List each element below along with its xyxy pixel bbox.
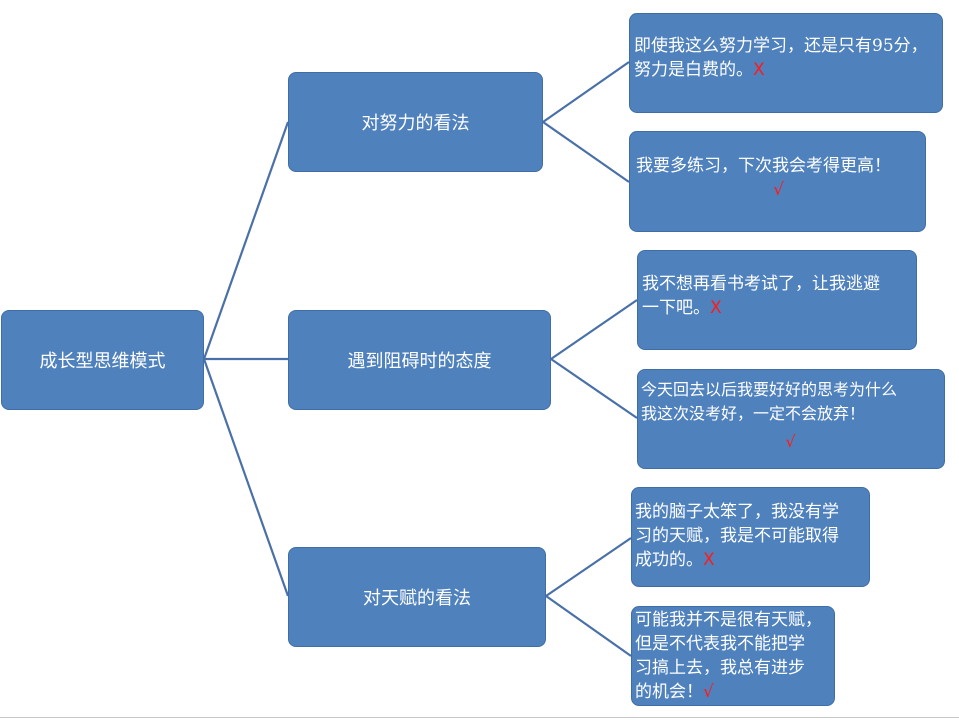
leaf-text-line: 的机会！ [635,682,703,702]
connector-branch-1-leaf-1 [542,61,630,123]
cross-mark: X [710,298,722,318]
page-bottom-divider [0,717,959,718]
leaf-text-line: 即使我这么努力学习，还是只有95分， [634,36,928,56]
connector-branch-3-leaf-6 [545,595,632,657]
connector-branch-1-leaf-2 [542,121,630,183]
cross-mark: X [753,60,765,80]
check-mark: √ [785,432,796,451]
connector-root-branch-1 [202,121,290,360]
leaf-text-line: 今天回去以后我要好好的思考为什么 [641,380,898,399]
cross-mark: X [703,550,715,570]
connector-branch-2-leaf-4 [550,358,638,419]
leaf-text-line: 我不想再看书考试了，让我逃避 [642,274,880,294]
branch-node-obstacles: 遇到阻碍时的态度 [288,310,551,410]
root-node-label: 成长型思维模式 [39,351,166,372]
leaf-node-obstacle-fixed: 我不想再看书考试了，让我逃避 一下吧。X [637,250,917,350]
check-mark: √ [703,682,714,702]
leaf-node-effort-growth: 我要多练习，下次我会考得更高！ √ [629,131,926,232]
leaf-text-line: 可能我并不是很有天赋， [635,610,822,630]
leaf-text-line: 但是不代表我不能把学 [635,634,805,654]
root-node: 成长型思维模式 [1,310,204,410]
branch-node-label: 遇到阻碍时的态度 [347,351,492,372]
connector-root-branch-3 [202,358,290,597]
leaf-node-talent-fixed: 我的脑子太笨了，我没有学 习的天赋，我是不可能取得 成功的。X [631,487,870,587]
leaf-text-line: 习搞上去，我总有进步 [635,658,805,678]
leaf-text-line: 努力是白费的。 [634,60,753,80]
check-mark: √ [773,180,784,200]
leaf-node-obstacle-growth: 今天回去以后我要好好的思考为什么 我这次没考好，一定不会放弃！ √ [637,369,945,469]
leaf-node-talent-growth: 可能我并不是很有天赋， 但是不代表我不能把学 习搞上去，我总有进步 的机会！√ [631,606,835,706]
leaf-text-line: 我的脑子太笨了，我没有学 [635,502,839,522]
leaf-text-line: 成功的。 [635,550,703,570]
branch-node-effort: 对努力的看法 [288,72,543,172]
branch-node-label: 对努力的看法 [361,113,470,134]
leaf-text-line: 一下吧。 [642,298,710,318]
leaf-text-line: 我这次没考好，一定不会放弃！ [641,404,866,423]
connector-branch-2-leaf-3 [550,299,638,360]
leaf-node-effort-fixed: 即使我这么努力学习，还是只有95分， 努力是白费的。X [629,13,943,113]
leaf-text-line: 我要多练习，下次我会考得更高！ [636,156,891,176]
branch-node-label: 对天赋的看法 [363,588,471,609]
leaf-text-line: 习的天赋，我是不可能取得 [635,526,839,546]
connector-branch-3-leaf-5 [545,537,632,597]
branch-node-talent: 对天赋的看法 [288,547,546,647]
